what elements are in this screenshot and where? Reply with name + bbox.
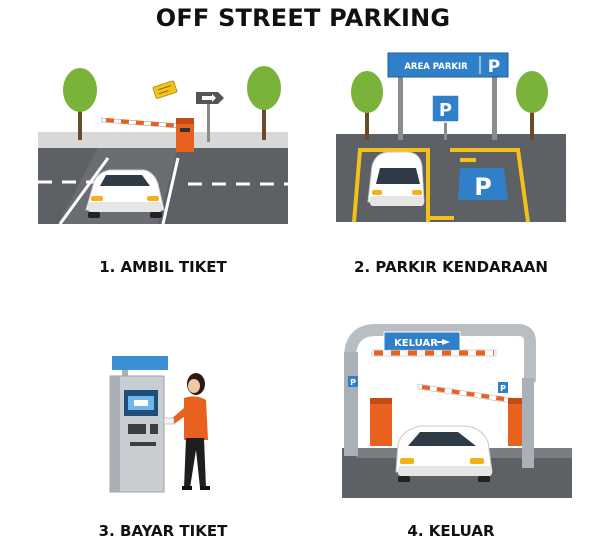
barrier-arm-icon xyxy=(417,383,513,404)
car-icon xyxy=(85,169,165,218)
step-1-label: 1. AMBIL TIKET xyxy=(99,258,227,276)
car-icon xyxy=(395,425,493,482)
tree-icon xyxy=(247,66,281,140)
parking-sign-icon: P xyxy=(348,376,358,387)
parking-letter: P xyxy=(488,57,500,77)
step-3-label: 3. BAYAR TIKET xyxy=(98,522,228,540)
parking-sign-icon: P xyxy=(431,94,460,140)
step-2-label: 2. PARKIR KENDARAAN xyxy=(354,258,548,276)
scene-pay-ticket xyxy=(109,356,210,493)
parking-sign-icon: P xyxy=(498,382,508,393)
direction-sign-icon xyxy=(196,92,224,142)
exit-gate-icon xyxy=(370,398,392,446)
ground-parking-mark: P xyxy=(458,168,508,201)
ticket-gate-icon xyxy=(176,118,194,152)
ticket-icon xyxy=(152,80,178,99)
area-parkir-sign: AREA PARKIR P xyxy=(387,52,509,78)
exit-gate-icon xyxy=(508,398,522,446)
parking-letter: P xyxy=(439,100,452,121)
parking-letter: P xyxy=(500,384,506,393)
scene-park-vehicle: AREA PARKIR P P P xyxy=(336,52,566,223)
parking-letter: P xyxy=(350,378,356,387)
area-parkir-text: AREA PARKIR xyxy=(404,62,468,72)
car-icon xyxy=(367,151,425,206)
barrier-arm-icon xyxy=(371,349,497,357)
page-title: OFF STREET PARKING xyxy=(155,4,451,32)
scene-take-ticket xyxy=(38,66,288,225)
payment-kiosk-icon xyxy=(109,356,168,493)
exit-sign: KELUAR xyxy=(383,331,461,353)
parking-letter: P xyxy=(474,173,492,201)
scene-exit: KELUAR P P xyxy=(342,324,572,498)
step-4-label: 4. KELUAR xyxy=(407,522,495,540)
tree-icon xyxy=(516,71,548,140)
exit-text: KELUAR xyxy=(394,338,438,349)
barrier-arm-icon xyxy=(101,117,181,129)
tree-icon xyxy=(351,71,383,140)
tree-icon xyxy=(63,68,97,140)
person-icon xyxy=(163,373,210,490)
